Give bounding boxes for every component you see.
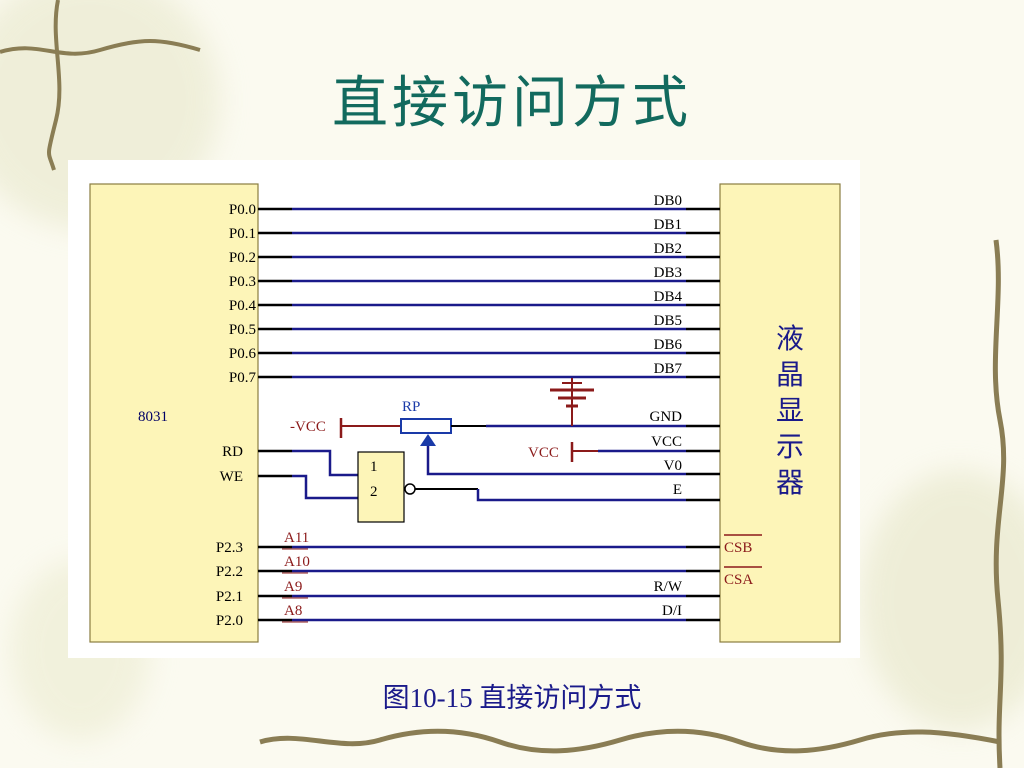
lcd-label-char: 晶: [776, 360, 804, 391]
lcd-pin-label: DB1: [654, 217, 682, 233]
gate-input-label: 2: [370, 484, 378, 500]
potentiometer: [400, 418, 452, 434]
pot-label: RP: [402, 399, 420, 415]
inverter-bubble: [404, 483, 416, 495]
lcd-pin-label: VCC: [651, 434, 682, 450]
lcd-pin-label: R/W: [654, 579, 683, 595]
mcu-pin-label: RD: [222, 444, 243, 460]
lcd-pin-label: CSB: [724, 540, 752, 556]
mcu-pin-label: P2.2: [216, 564, 243, 580]
address-label: A10: [284, 554, 310, 570]
mcu-pin-label: P2.0: [216, 613, 243, 629]
mcu-pin-label: P0.1: [229, 226, 256, 242]
rd-wire: [292, 449, 358, 477]
mcu-box: [89, 183, 259, 643]
mcu-pin-label: P0.5: [229, 322, 256, 338]
slide-title: 直接访问方式: [332, 71, 692, 136]
mcu-pin-label: WE: [220, 469, 243, 485]
lcd-pin-label: DB0: [654, 193, 682, 209]
lcd-pin-label: D/I: [662, 603, 682, 619]
lcd-pin-label: DB6: [654, 337, 683, 353]
lcd-box: [719, 183, 841, 643]
lcd-pin-label: DB2: [654, 241, 682, 257]
mcu-pin-label: P0.0: [229, 202, 256, 218]
lcd-pin-label: DB5: [654, 313, 682, 329]
lcd-pin-label: DB3: [654, 265, 682, 281]
mcu-pin-label: P0.4: [229, 298, 257, 314]
lcd-label-char: 液: [776, 323, 804, 355]
logic-gate: [357, 451, 405, 523]
mcu-label: 8031: [138, 409, 168, 425]
lcd-pin-label: E: [673, 482, 682, 498]
mcu-pin-label: P0.7: [229, 370, 257, 386]
lcd-pin-label: DB7: [654, 361, 683, 377]
lcd-pin-label: DB4: [654, 289, 683, 305]
we-wire: [292, 474, 358, 500]
address-label: A8: [284, 603, 302, 619]
gate-input-label: 1: [370, 459, 378, 475]
lcd-pin-label: GND: [650, 409, 683, 425]
wiper-arrow: [420, 434, 436, 446]
lcd-label-char: 显: [776, 396, 804, 427]
v0-wire: [426, 446, 686, 476]
figure-caption: 图10-15 直接访问方式: [382, 683, 642, 713]
lcd-label-char: 器: [776, 468, 804, 499]
mcu-pin-label: P0.3: [229, 274, 256, 290]
address-label: A11: [284, 530, 309, 546]
vcc-label: VCC: [528, 445, 559, 461]
mcu-pin-label: P0.6: [229, 346, 257, 362]
mcu-pin-label: P2.1: [216, 589, 243, 605]
lcd-pin-label: CSA: [724, 572, 753, 588]
lcd-pin-label: V0: [664, 458, 682, 474]
e-wire: [476, 489, 686, 502]
mcu-pin-label: P2.3: [216, 540, 243, 556]
lcd-label-char: 示: [776, 432, 804, 463]
neg-vcc-label: -VCC: [290, 419, 326, 435]
mcu-pin-label: P0.2: [229, 250, 256, 266]
address-label: A9: [284, 579, 302, 595]
